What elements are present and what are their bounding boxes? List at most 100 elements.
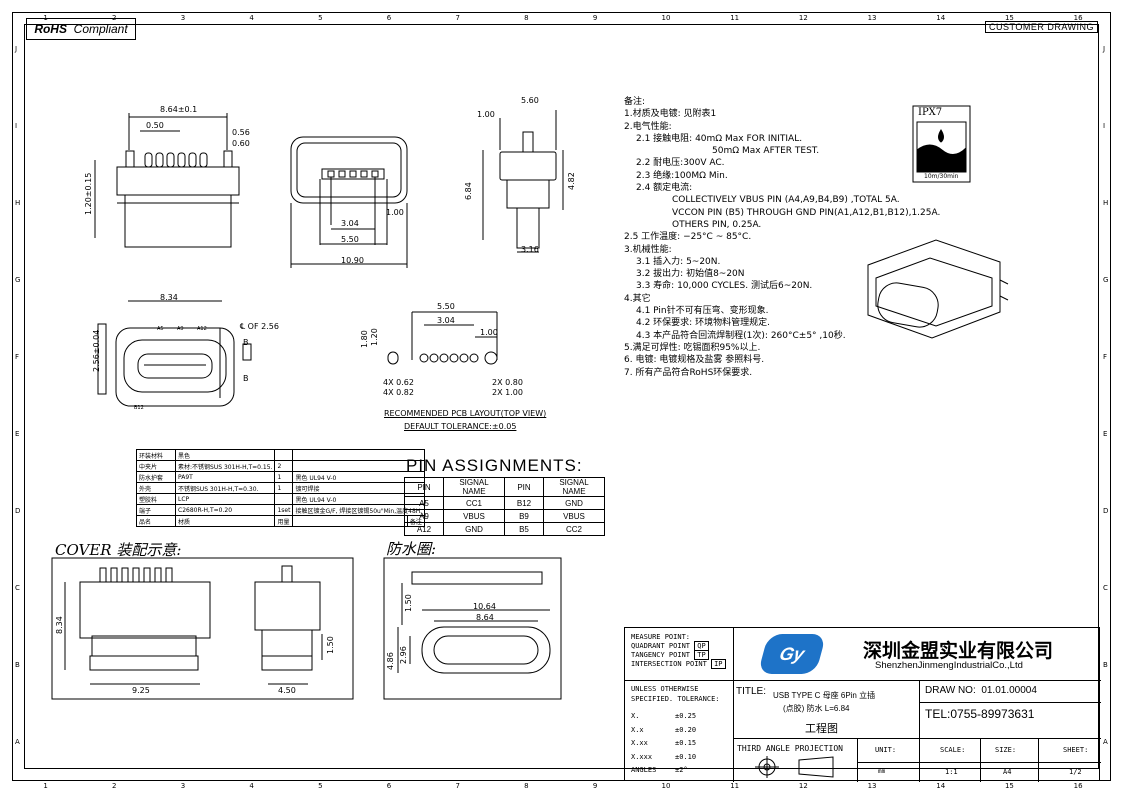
ruler-col-label: 12 <box>798 782 808 790</box>
dim-label: 5.60 <box>521 96 539 105</box>
tolerance-row: X.xx±0.15 <box>631 739 697 747</box>
note-line: 1.材质及电镀: 见附表1 <box>624 109 717 120</box>
dim-label: 2X 0.80 <box>492 378 523 387</box>
materials-cell: 材质 <box>174 515 276 527</box>
ruler-row-label: E <box>15 429 20 438</box>
dim-label: 4X 0.82 <box>383 388 414 397</box>
ruler-col-label: 15 <box>1004 14 1014 22</box>
note-line: 2.2 耐电压:300V AC. <box>636 158 725 169</box>
dim-label: 1.50 <box>404 594 413 612</box>
dim-label: 10.90 <box>341 256 364 265</box>
materials-cell: 不锈钢SUS 301H-H,T=0.30. <box>174 482 276 494</box>
note-line: 3.2 拔出力: 初始值8~20N <box>636 269 745 280</box>
ruler-row-label: G <box>1103 276 1109 285</box>
dim-label: 8.64 <box>476 613 494 622</box>
ruler-row-label: C <box>15 583 20 592</box>
materials-cell <box>274 493 294 505</box>
note-line: 3.机械性能: <box>624 244 672 255</box>
cover-label: COVER 装配示意: <box>55 541 182 559</box>
materials-cell <box>292 449 426 461</box>
title-line-3: 工程图 <box>805 723 838 735</box>
pin-cell: VBUS <box>543 509 605 523</box>
ruler-col-label: 10 <box>661 782 671 790</box>
pin-label: B12 <box>134 405 144 411</box>
pin-cell: A12 <box>404 522 444 536</box>
note-line: VCCON PIN (B5) THROUGH GND PIN(A1,A12,B1… <box>672 207 941 218</box>
materials-cell <box>274 449 294 461</box>
materials-cell: 品名 <box>136 515 176 527</box>
note-line: 4.其它 <box>624 293 651 304</box>
materials-cell: 塑胶料 <box>136 493 176 505</box>
pin-cell: CC2 <box>543 522 605 536</box>
ipx-rating: IPX7 <box>918 107 943 118</box>
tolerance-row: X.±0.25 <box>631 712 697 720</box>
ruler-row-label: F <box>1103 353 1108 362</box>
materials-row: 环装材料黑色 <box>136 449 426 461</box>
tolerance-block: UNLESS OTHERWISE SPECIFIED. TOLERANCE: <box>631 685 720 703</box>
dim-label: 3.04 <box>437 316 455 325</box>
note-line: 2.电气性能: <box>624 121 672 132</box>
ruler-col-label: 10 <box>661 14 671 22</box>
pin-cell: B9 <box>504 509 544 523</box>
dim-label: 1.20±0.15 <box>84 172 93 215</box>
materials-cell: 黑色 <box>174 449 276 461</box>
ruler-col-label: 12 <box>798 14 808 22</box>
ruler-col-label: 8 <box>524 14 529 22</box>
pin-cell: A5 <box>404 496 444 510</box>
dim-label: 9.25 <box>132 686 150 695</box>
materials-cell: PA9T <box>174 471 276 483</box>
seal-label: 防水圈: <box>386 540 437 558</box>
dim-label: 3.16 <box>521 245 539 254</box>
sheet-value: 1/2 <box>1069 768 1082 776</box>
dim-label: 6.84 <box>464 182 473 200</box>
pin-assignments-title: PIN ASSIGNMENTS: <box>406 456 583 475</box>
materials-cell: 1 <box>274 482 294 494</box>
ruler-row-label: G <box>15 276 21 285</box>
pin-cell: B12 <box>504 496 544 510</box>
dim-label: 5.50 <box>341 235 359 244</box>
note-line: 2.4 额定电流: <box>636 183 693 194</box>
ruler-col-label: 5 <box>318 782 323 790</box>
materials-cell: 2 <box>274 460 294 472</box>
company-name-en: ShenzhenJinmengIndustrialCo.,Ltd <box>875 660 1023 671</box>
materials-cell: 中夹片 <box>136 460 176 472</box>
rohs-badge: RoHS Compliant <box>26 18 136 40</box>
dim-label: 1.20 <box>370 328 379 346</box>
pin-label: A12 <box>197 326 207 332</box>
ruler-col-label: 13 <box>867 14 877 22</box>
dim-label: 2X 1.00 <box>492 388 523 397</box>
unit-label: UNIT: <box>875 746 897 754</box>
ruler-row-label: D <box>1103 506 1109 515</box>
pin-cell: B5 <box>504 522 544 536</box>
ruler-col-label: 16 <box>1073 782 1083 790</box>
materials-cell: 1 <box>274 471 294 483</box>
ruler-col-label: 4 <box>249 14 254 22</box>
dim-label: 4.82 <box>567 172 576 190</box>
telephone: TEL:0755-89973631 <box>925 707 1035 721</box>
ruler-row-label: H <box>1103 199 1109 208</box>
scale-value: 1:1 <box>945 768 958 776</box>
dim-label: 1.00 <box>480 328 498 337</box>
customer-drawing-label: CUSTOMER DRAWING <box>985 21 1099 33</box>
ruler-col-label: 16 <box>1073 14 1083 22</box>
dim-label: 8.34 <box>55 616 64 634</box>
size-label: SIZE: <box>995 746 1017 754</box>
pin-label: A5 <box>157 326 164 332</box>
title-line-2: (点胶) 防水 L=6.84 <box>783 704 850 713</box>
measure-point: MEASURE POINT: QUADRANT POINT QP TANGENC… <box>631 633 726 669</box>
materials-cell: C2680R-H,T=0.20 <box>174 504 276 516</box>
tolerance-row: X.xxx±0.10 <box>631 752 697 761</box>
dim-label: 4.86 <box>386 652 395 670</box>
company-name-cn: 深圳金盟实业有限公司 <box>863 641 1054 662</box>
note-line: 5.满足可焊性: 吃锡面积95%以上. <box>624 342 761 353</box>
draw-number: DRAW NO: 01.01.00004 <box>925 685 1037 696</box>
pin-cell: GND <box>543 496 605 510</box>
note-line: 2.3 绝缘:100MΩ Min. <box>636 170 728 181</box>
note-line: 7. 所有产品符合RoHS环保要求. <box>624 367 753 378</box>
